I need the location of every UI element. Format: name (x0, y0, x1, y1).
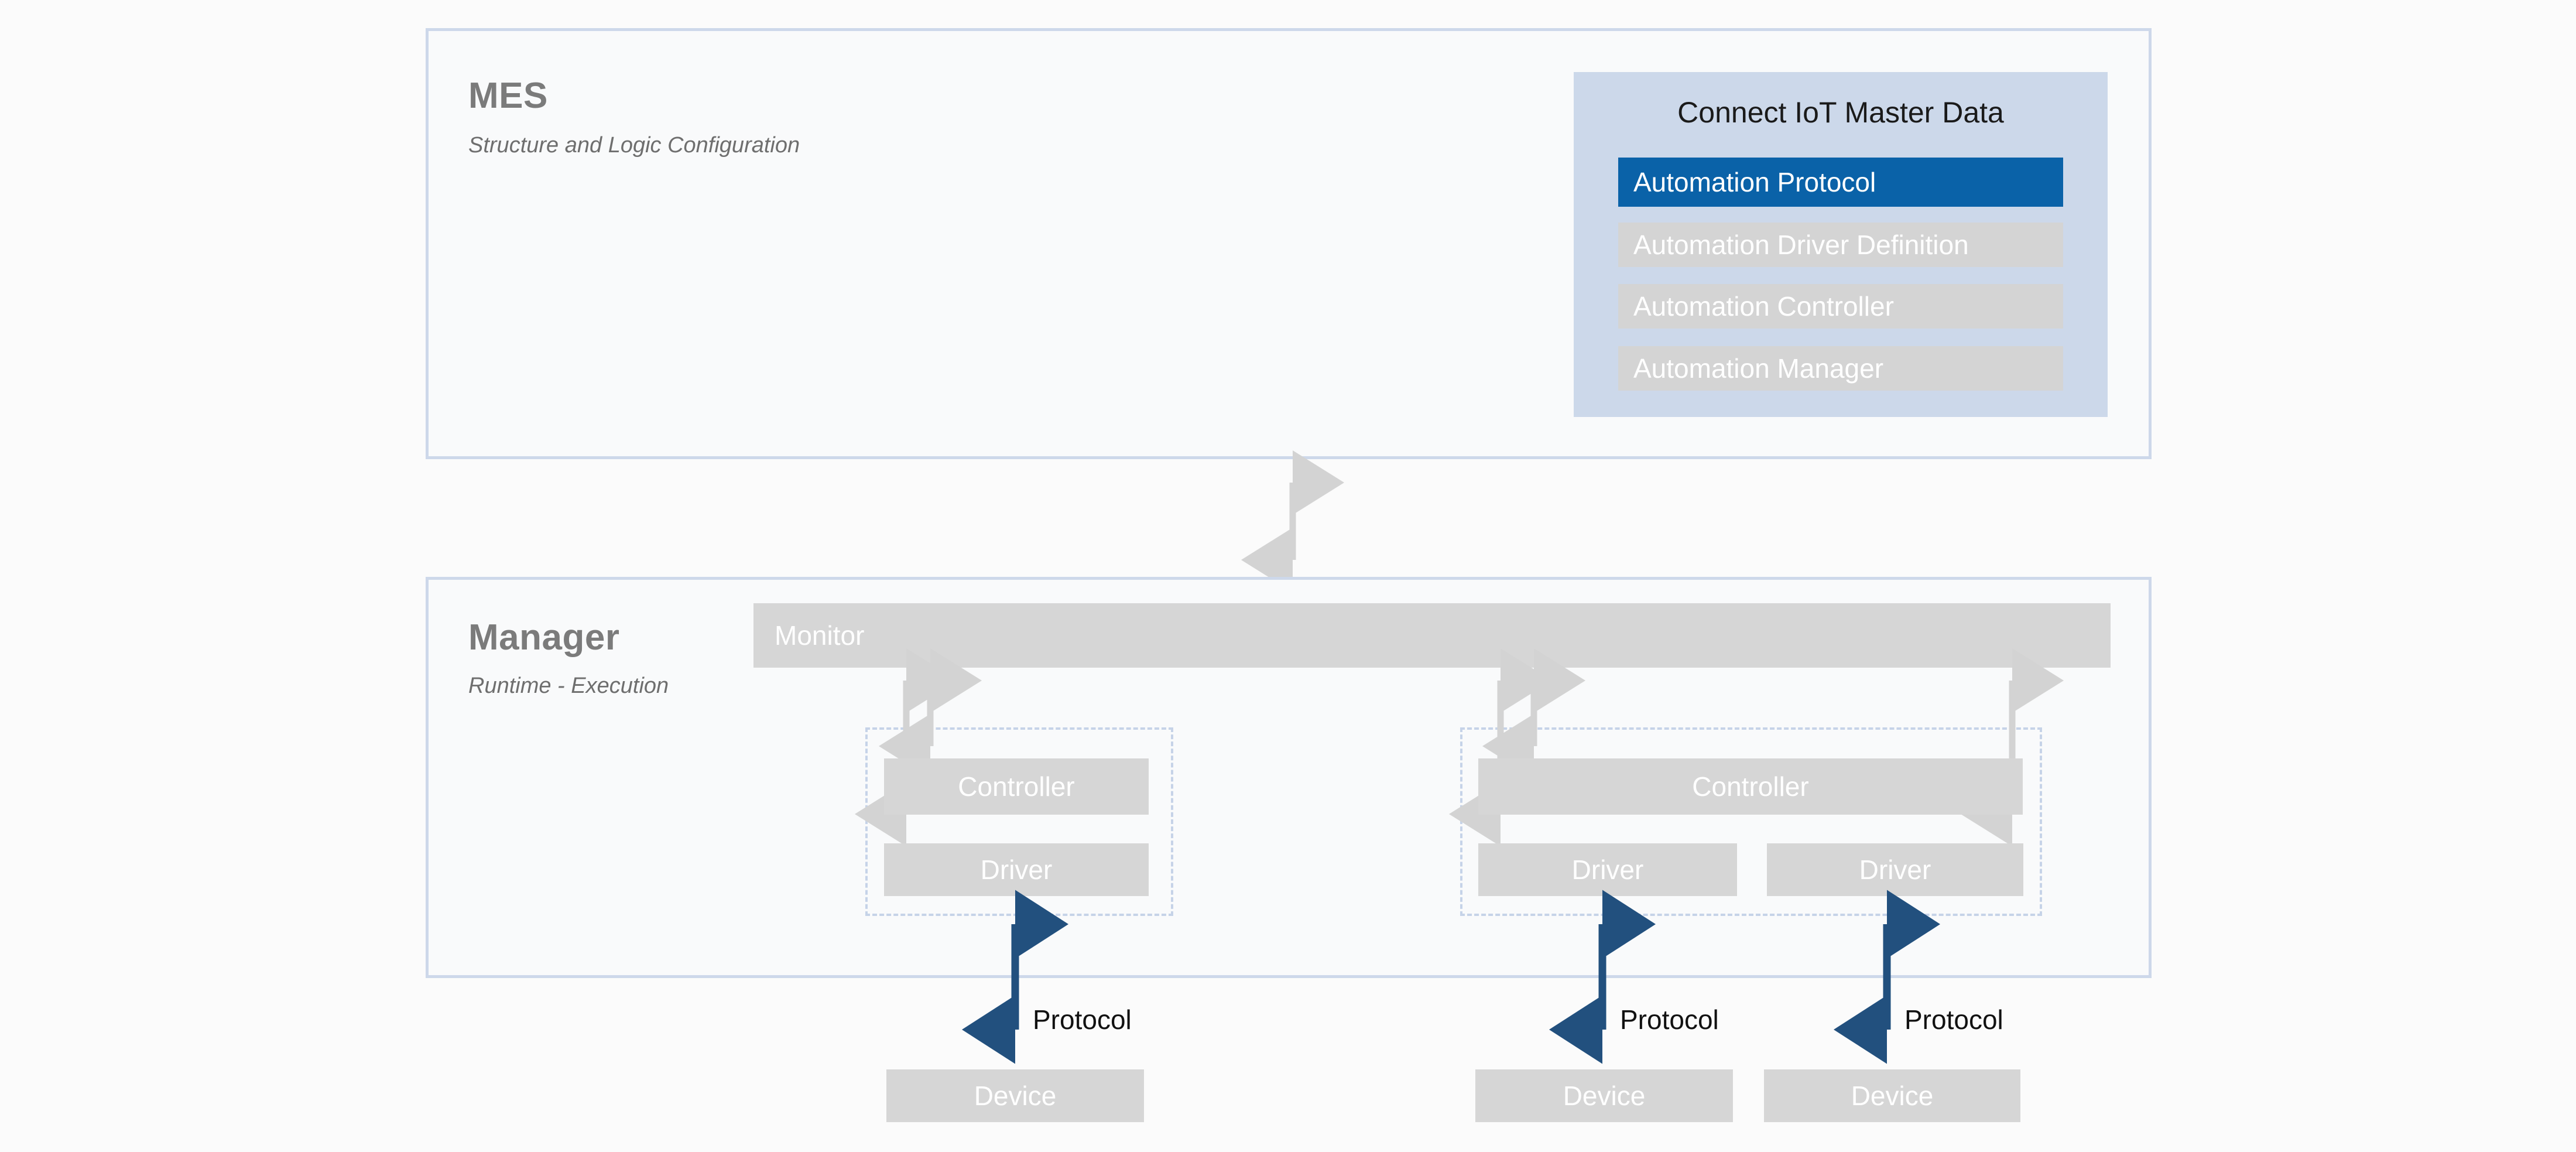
mes-subtitle: Structure and Logic Configuration (468, 133, 800, 158)
master-data-item-automation-protocol[interactable]: Automation Protocol (1618, 158, 2063, 207)
protocol-arrow-3 (1834, 890, 1940, 1064)
group-right-monitor-to-controller-arrow (1482, 648, 1585, 778)
mes-title: MES (468, 76, 548, 116)
connect-iot-master-data-panel: Connect IoT Master Data Automation Proto… (1574, 72, 2108, 417)
device-label: Device (974, 1081, 1057, 1111)
driver-label: Driver (1571, 854, 1644, 885)
monitor-label: Monitor (775, 620, 865, 651)
group-right-controller-box: Controller (1478, 758, 2023, 815)
group-right-driver-box-2: Driver (1767, 843, 2023, 896)
master-data-item-automation-controller[interactable]: Automation Controller (1618, 284, 2063, 329)
master-data-item-label: Automation Manager (1633, 353, 1884, 384)
mes-manager-link-arrow (1241, 450, 1344, 592)
master-data-item-label: Automation Driver Definition (1633, 230, 1969, 260)
controller-label: Controller (958, 771, 1075, 802)
master-data-item-label: Automation Protocol (1633, 167, 1876, 197)
group-left-driver-box: Driver (884, 843, 1149, 896)
manager-title: Manager (468, 617, 620, 658)
group-right-driver-box-1: Driver (1478, 843, 1737, 896)
master-data-item-label: Automation Controller (1633, 291, 1894, 322)
device-label: Device (1563, 1081, 1646, 1111)
monitor-bar: Monitor (753, 603, 2111, 668)
protocol-label-1: Protocol (1033, 1004, 1132, 1035)
device-box-1: Device (886, 1069, 1144, 1122)
master-data-panel-title: Connect IoT Master Data (1677, 96, 2004, 129)
driver-label: Driver (980, 854, 1053, 885)
driver-label: Driver (1859, 854, 1931, 885)
manager-subtitle: Runtime - Execution (468, 674, 669, 698)
master-data-item-automation-manager[interactable]: Automation Manager (1618, 346, 2063, 391)
device-label: Device (1851, 1081, 1934, 1111)
group-left-controller-box: Controller (884, 758, 1149, 815)
device-box-3: Device (1764, 1069, 2020, 1122)
protocol-arrow-1 (962, 890, 1068, 1064)
protocol-label-2: Protocol (1620, 1004, 1719, 1035)
protocol-label-3: Protocol (1904, 1004, 2003, 1035)
master-data-item-automation-driver-definition[interactable]: Automation Driver Definition (1618, 223, 2063, 267)
protocol-arrow-2 (1549, 890, 1656, 1064)
group-left-monitor-to-controller-arrow (879, 648, 982, 778)
controller-label: Controller (1692, 771, 1809, 802)
device-box-2: Device (1475, 1069, 1733, 1122)
